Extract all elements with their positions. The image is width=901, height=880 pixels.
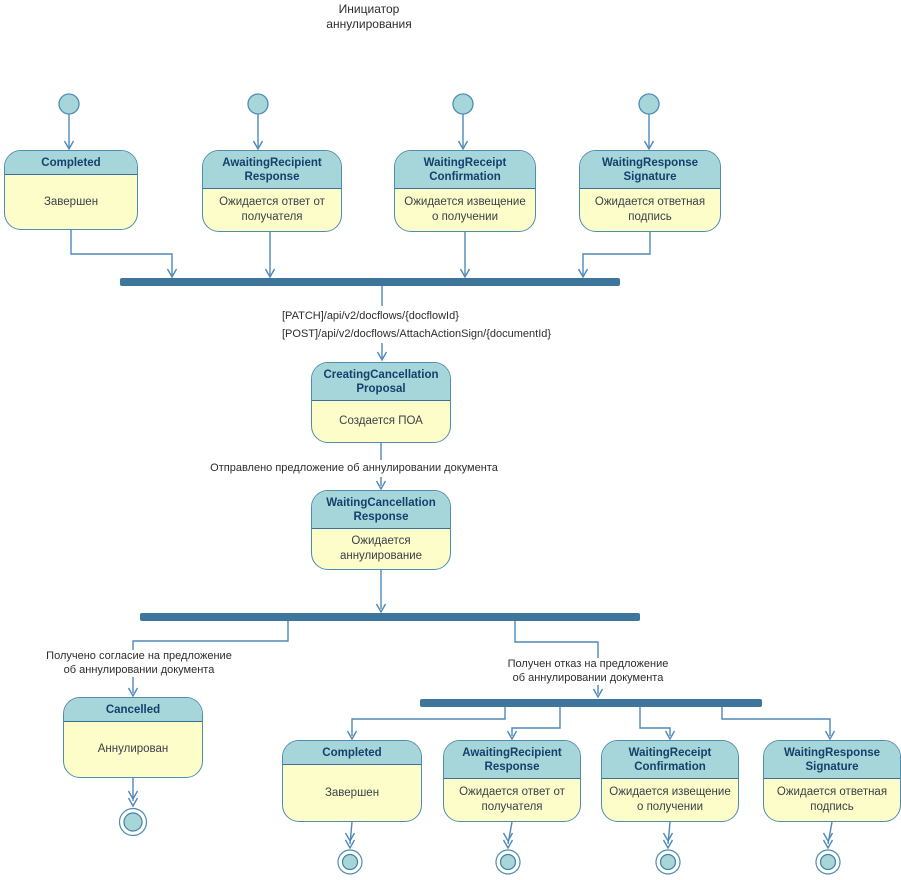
edge-label-api-endpoints: [PATCH]/api/v2/docflows/{docflowId} [POS… [280,308,554,343]
edge-waiting-response-bottom-to-final [822,821,834,850]
state-completed-top: Completed Завершен [4,150,138,230]
state-name: AwaitingRecipient Response [203,151,341,189]
state-name: Completed [5,151,137,175]
state-awaiting-recipient-response-bottom: AwaitingRecipient Response Ожидается отв… [443,740,581,822]
edge-label-refusal-received: Получен отказ на предложение об аннулиро… [505,658,671,685]
edge-awaiting-recipient-bottom-to-final [502,821,514,850]
state-description: Ожидается ответ от получателя [219,196,325,223]
state-description: Завершен [43,195,99,208]
state-description: Ожидается ответная подпись [776,786,888,813]
initial-node-icon [452,93,474,115]
edge-label-proposal-sent: Отправлено предложение об аннулировании … [208,462,500,476]
final-node-icon [495,849,521,875]
state-name: Cancelled [64,698,202,722]
fork-bar-bottom [420,699,762,707]
initial-node-icon [58,93,80,115]
edge-initial-to-awaiting-recipient-top [252,114,264,151]
state-creating-cancellation-proposal: CreatingCancellation Proposal Создается … [311,362,451,443]
state-name: Completed [283,741,421,765]
state-name: WaitingResponse Signature [764,741,900,779]
state-completed-bottom: Completed Завершен [282,740,422,822]
state-name: WaitingResponse Signature [580,151,720,189]
state-waiting-receipt-confirmation-top: WaitingReceipt Confirmation Ожидается из… [394,150,536,232]
edge-completed-top-to-join-bar [70,230,178,279]
final-node-icon [337,849,363,875]
join-bar-top [120,278,620,286]
state-description: Ожидается извещение о получении [404,196,526,223]
edge-refusal-bar-to-waiting-response-bottom [721,707,836,741]
final-node-icon [655,849,681,875]
state-description: Ожидается ответная подпись [594,196,706,223]
edge-waiting-response-top-to-join-bar [577,232,651,279]
initial-node-icon [638,93,660,115]
state-waiting-response-signature-top: WaitingResponse Signature Ожидается отве… [579,150,721,232]
state-awaiting-recipient-response-top: AwaitingRecipient Response Ожидается отв… [202,150,342,232]
edge-completed-bottom-to-final [344,821,356,850]
edge-initial-to-completed-top [63,114,75,151]
fork-bar-middle [140,613,640,621]
state-description: Ожидается аннулирование [339,535,423,562]
state-description: Ожидается извещение о получении [609,786,731,813]
edge-refusal-bar-to-waiting-receipt-bottom [639,707,676,741]
edge-cancelled-to-final [127,778,139,808]
edge-refusal-bar-to-completed-bottom [346,707,506,741]
state-description: Ожидается ответ от получателя [459,786,565,813]
edge-initial-to-waiting-receipt-top [457,114,469,151]
state-description: Аннулирован [97,743,169,755]
state-name: CreatingCancellation Proposal [312,363,450,401]
state-name: WaitingReceipt Confirmation [395,151,535,189]
state-description: Завершен [324,786,380,799]
edge-waiting-cancellation-to-fork-bar [375,570,387,614]
state-cancelled: Cancelled Аннулирован [63,697,203,778]
state-description: Создается ПОА [339,415,423,427]
edge-waiting-receipt-top-to-join-bar [459,232,471,279]
edge-waiting-receipt-bottom-to-final [662,821,674,850]
diagram-title: Инициатор аннулирования [326,2,412,31]
edge-label-api-patch: [PATCH]/api/v2/docflows/{docflowId} [282,310,459,322]
final-node-icon [815,849,841,875]
state-name: AwaitingRecipient Response [444,741,580,779]
edge-label-api-post: [POST]/api/v2/docflows/AttachActionSign/… [282,327,552,340]
state-waiting-cancellation-response: WaitingCancellation Response Ожидается а… [311,490,451,570]
final-node-icon [118,807,148,837]
initial-node-icon [247,93,269,115]
edge-refusal-bar-to-awaiting-recipient-bottom [506,707,561,741]
state-waiting-receipt-confirmation-bottom: WaitingReceipt Confirmation Ожидается из… [601,740,739,822]
edge-awaiting-recipient-top-to-join-bar [264,232,276,279]
edge-join-bar-to-creating-proposal [376,286,388,362]
state-name: WaitingCancellation Response [312,491,450,529]
state-waiting-response-signature-bottom: WaitingResponse Signature Ожидается отве… [763,740,901,822]
edge-initial-to-waiting-response-top [643,114,655,151]
edge-label-agreement-received: Получено согласие на предложение об анну… [44,650,234,677]
edge-creating-proposal-to-waiting-cancellation [375,443,387,491]
state-name: WaitingReceipt Confirmation [602,741,738,779]
